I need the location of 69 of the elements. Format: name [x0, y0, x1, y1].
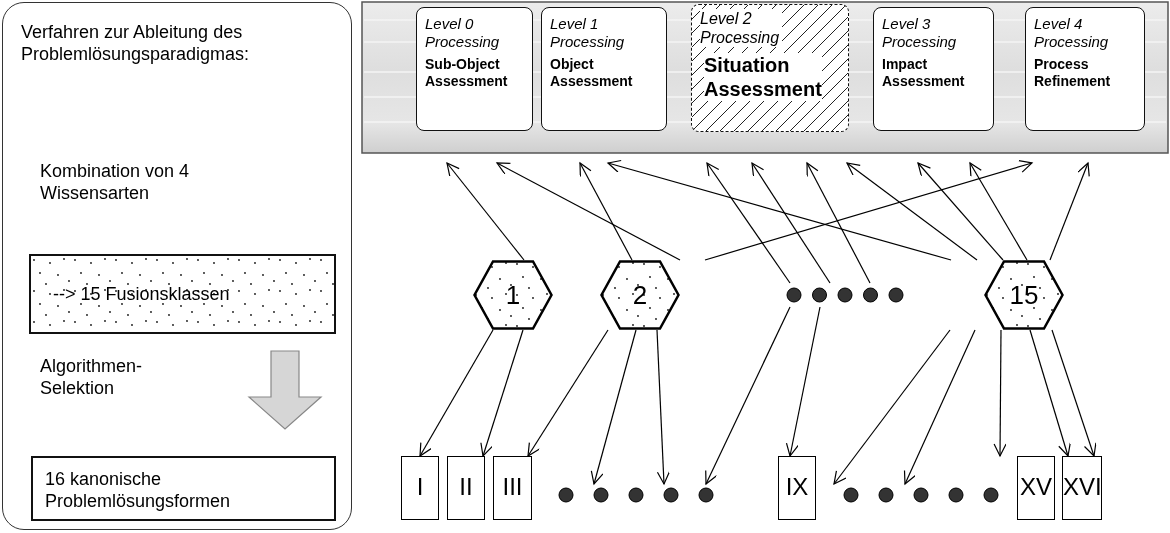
arrow — [590, 329, 637, 485]
arrow — [446, 162, 525, 261]
arrow — [419, 329, 494, 457]
arrow — [607, 159, 952, 261]
arrow — [993, 329, 1007, 457]
roman-numeral: II — [458, 473, 474, 501]
box-label: --> 15 Fusionsklassen — [53, 283, 230, 305]
panel-heading: Verfahren zur Ableitung des Problemlösungsparadigmas: — [20, 21, 251, 65]
block-arrow — [247, 350, 323, 430]
class-number: 2 — [631, 279, 649, 312]
hexagon-node — [600, 260, 680, 330]
arrow — [705, 306, 791, 485]
arrow — [480, 329, 524, 457]
hexagon-node — [473, 260, 553, 330]
level-subtitle: Sub-Object Assessment — [425, 56, 509, 90]
arrow — [806, 162, 871, 284]
numeral-box — [447, 456, 485, 520]
arrow — [969, 162, 1028, 261]
level-box — [1025, 7, 1145, 131]
level-subtitle: Impact Assessment — [882, 56, 966, 90]
arrow — [706, 162, 791, 284]
roman-numeral: III — [501, 473, 524, 501]
arrow — [527, 329, 609, 457]
level-title: Level 0 Processing — [425, 15, 501, 51]
arrow — [751, 162, 831, 284]
side-panel — [2, 2, 352, 530]
level-subtitle: Process Refinement — [1034, 56, 1112, 90]
arrow — [785, 306, 821, 457]
arrow — [1029, 329, 1071, 457]
roman-numeral: I — [415, 473, 425, 501]
arrow — [656, 329, 671, 485]
level-box — [691, 4, 849, 132]
level-title: Level 3 Processing — [882, 15, 958, 51]
level-subtitle: Object Assessment — [550, 56, 634, 90]
box-label: 16 kanonische Problemlösungsformen — [45, 468, 232, 512]
level-title: Level 2 Processing — [700, 9, 782, 47]
ellipsis-dots — [555, 484, 717, 506]
numeral-box — [401, 456, 439, 520]
roman-numeral: XV — [1019, 473, 1053, 501]
note-text: Algorithmen- Selektion — [40, 355, 144, 399]
level-box — [541, 7, 667, 131]
roman-numeral: IX — [784, 473, 810, 501]
numeral-box — [493, 456, 532, 520]
arrow — [1049, 162, 1090, 261]
process-box — [31, 456, 336, 521]
hexagon-node — [984, 260, 1064, 330]
numeral-box — [1017, 456, 1055, 520]
arrow — [846, 162, 978, 261]
note-text: Kombination von 4 Wissensarten — [40, 160, 190, 204]
arrow — [1051, 329, 1097, 457]
arrow — [833, 329, 951, 485]
arrow — [903, 329, 976, 485]
arrow — [579, 162, 633, 261]
numeral-box — [778, 456, 816, 520]
level-box — [873, 7, 994, 131]
level-title: Level 1 Processing — [550, 15, 626, 51]
arrow — [704, 160, 1033, 261]
level-subtitle: Situation Assessment — [704, 53, 822, 101]
arrow — [496, 162, 681, 261]
ellipsis-dots — [840, 484, 1002, 506]
numeral-box — [1062, 456, 1102, 520]
class-number: 1 — [504, 279, 522, 312]
band-panel — [362, 2, 1168, 153]
level-title: Level 4 Processing — [1034, 15, 1110, 51]
class-number: 15 — [1008, 279, 1040, 312]
level-box — [416, 7, 533, 131]
process-box — [29, 254, 336, 334]
arrow — [917, 162, 1004, 261]
roman-numeral: XVI — [1063, 473, 1101, 501]
